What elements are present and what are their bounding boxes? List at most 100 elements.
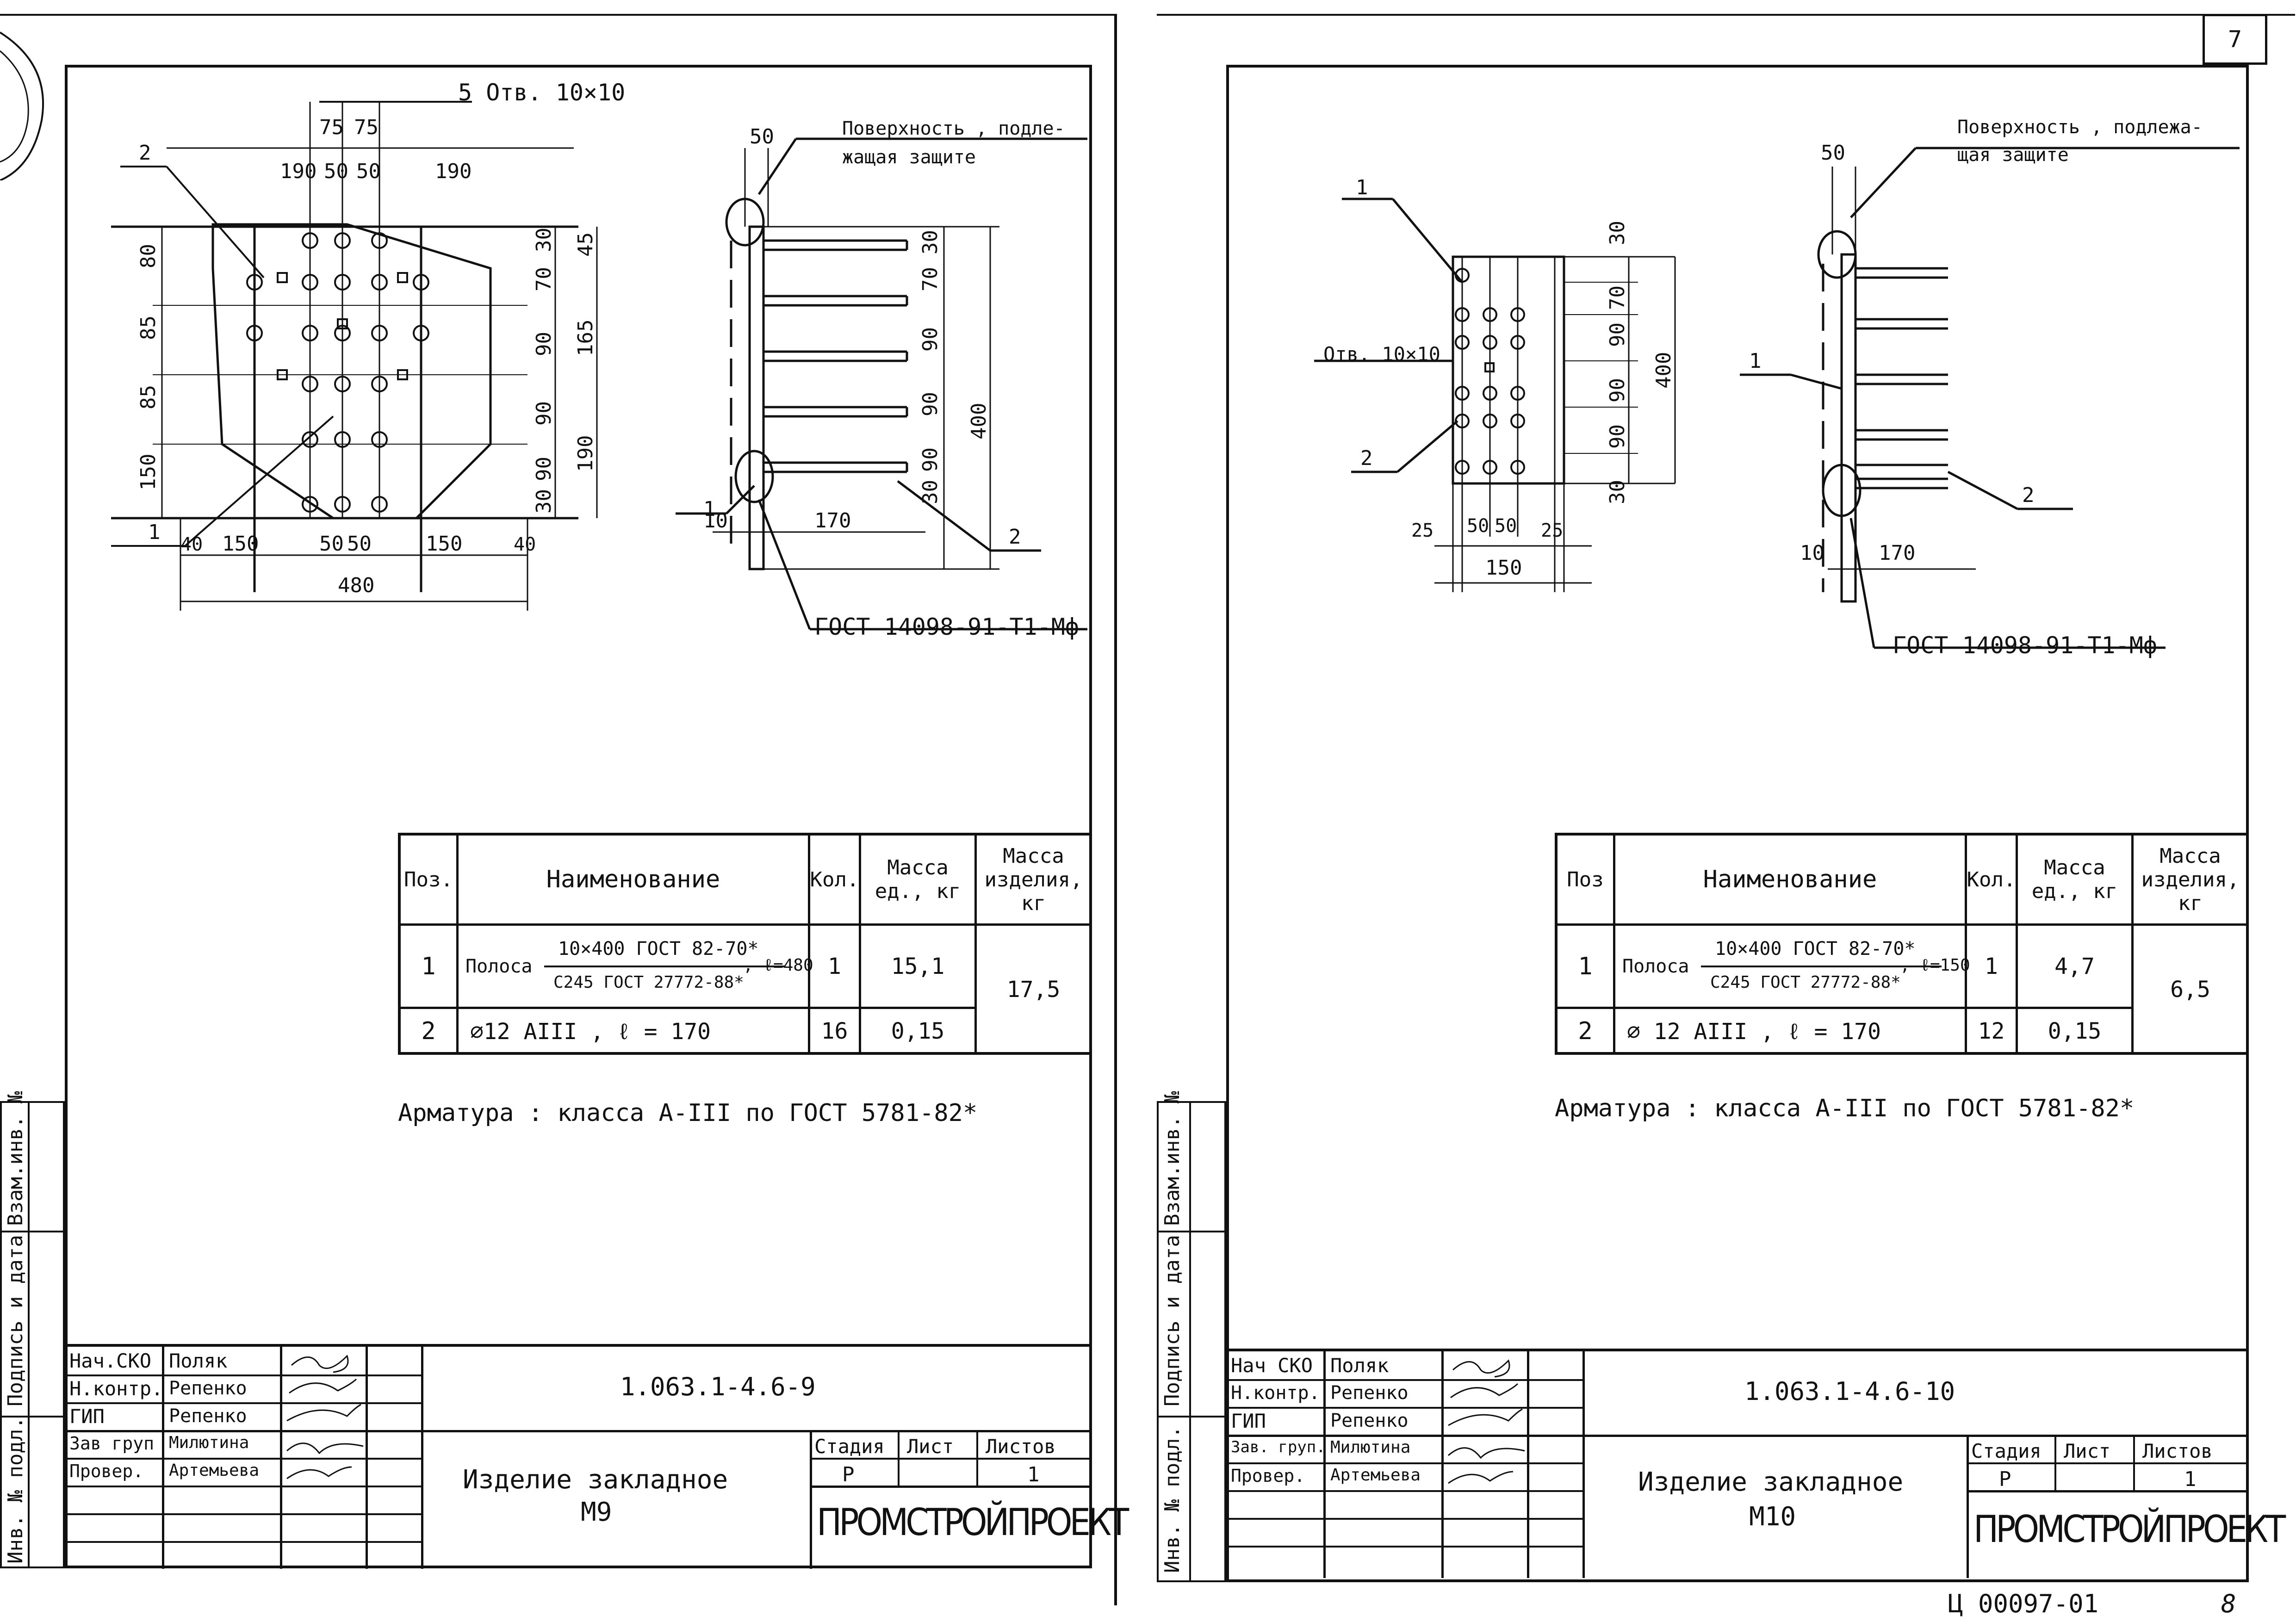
left-table-col-4 bbox=[974, 836, 977, 1053]
svg-text:150: 150 bbox=[222, 532, 259, 556]
right-table-r2-pos: 2 bbox=[1578, 1017, 1593, 1045]
left-surface-label-2: жащая защите bbox=[842, 147, 976, 168]
svg-text:90: 90 bbox=[532, 401, 556, 426]
left-tb-row-2 bbox=[65, 1402, 421, 1404]
left-name-3: Милютина bbox=[169, 1433, 249, 1452]
svg-text:45: 45 bbox=[574, 232, 597, 257]
right-reinforcement-note: Арматура : класса А-III по ГОСТ 5781-82* bbox=[1555, 1095, 2135, 1122]
right-table-r2-mass: 0,15 bbox=[2048, 1018, 2102, 1044]
page-number: 7 bbox=[2228, 26, 2242, 53]
svg-text:75: 75 bbox=[319, 116, 344, 139]
left-table-r1-mass: 15,1 bbox=[891, 953, 945, 979]
right-table-col-1 bbox=[1613, 836, 1615, 1053]
svg-text:25: 25 bbox=[1411, 520, 1433, 541]
svg-text:10: 10 bbox=[703, 509, 728, 532]
right-r1-name-prefix: Полоса bbox=[1622, 956, 1689, 977]
svg-text:50: 50 bbox=[319, 532, 344, 556]
left-tb-row-5 bbox=[65, 1486, 421, 1487]
left-title-1: Изделие закладное bbox=[463, 1465, 728, 1495]
right-table-row-1 bbox=[1558, 923, 2247, 926]
svg-text:150: 150 bbox=[426, 532, 462, 556]
svg-text:85: 85 bbox=[137, 316, 160, 340]
left-tb-stage-row-1 bbox=[810, 1458, 1092, 1460]
right-tb-row-4 bbox=[1226, 1462, 1582, 1464]
svg-text:190: 190 bbox=[280, 160, 316, 183]
right-name-3: Милютина bbox=[1330, 1438, 1411, 1457]
right-standard-label: ГОСТ 14098-91-Т1-Мф bbox=[1893, 632, 2157, 659]
sheet-divider bbox=[1114, 14, 1117, 1605]
right-table-header-qty: Кол. bbox=[1967, 867, 2016, 891]
right-sheet-frame bbox=[1226, 65, 2249, 1582]
svg-text:70: 70 bbox=[918, 267, 942, 291]
left-table-row-2 bbox=[401, 1007, 974, 1009]
left-side-label-0: Инв. № подл. bbox=[4, 1417, 27, 1564]
left-role-0: Нач.СКО bbox=[69, 1350, 152, 1372]
right-tb-row-1 bbox=[1226, 1379, 1582, 1381]
svg-text:50: 50 bbox=[356, 160, 381, 183]
right-tb-stage-row-1 bbox=[1967, 1462, 2249, 1464]
right-stage: Р bbox=[1999, 1467, 2011, 1491]
left-side-label-1: Подпись и дата bbox=[4, 1235, 27, 1406]
svg-text:2: 2 bbox=[139, 141, 151, 165]
right-side-label-2: Взам.инв. № bbox=[1160, 1091, 1184, 1226]
right-table-col-2 bbox=[1965, 836, 1967, 1053]
svg-text:80: 80 bbox=[137, 244, 160, 268]
svg-text:400: 400 bbox=[1652, 352, 1675, 389]
svg-text:10: 10 bbox=[1800, 541, 1824, 565]
svg-text:2: 2 bbox=[1360, 446, 1373, 470]
page-number-box bbox=[2203, 14, 2267, 65]
left-reinforcement-note: Арматура : класса А-III по ГОСТ 5781-82* bbox=[398, 1099, 978, 1127]
right-surface-label-2: щая защите bbox=[1957, 144, 2069, 166]
right-r1-name-bottom: С245 ГОСТ 27772-88* bbox=[1710, 973, 1901, 992]
svg-text:90: 90 bbox=[1606, 322, 1629, 347]
left-stamp-divider-1 bbox=[28, 1101, 30, 1568]
svg-text:50: 50 bbox=[347, 532, 372, 556]
right-sheets: 1 bbox=[2184, 1467, 2197, 1491]
left-sheets-header: Листов bbox=[986, 1435, 1056, 1458]
svg-text:50: 50 bbox=[1821, 141, 1845, 165]
right-table-r1-pos: 1 bbox=[1578, 952, 1593, 980]
left-role-1: Н.контр. bbox=[69, 1377, 163, 1400]
left-tb-row-3 bbox=[65, 1430, 1092, 1432]
svg-text:170: 170 bbox=[1879, 541, 1915, 565]
left-table-row-1 bbox=[401, 923, 1090, 926]
right-name-4: Артемьева bbox=[1330, 1466, 1421, 1485]
right-stamp-divider-2 bbox=[1157, 1231, 1226, 1232]
svg-text:50: 50 bbox=[1467, 515, 1489, 537]
left-role-3: Зав груп bbox=[69, 1433, 155, 1454]
right-doc-code: 1.063.1-4.6-10 bbox=[1744, 1377, 1955, 1406]
svg-text:70: 70 bbox=[1606, 285, 1629, 310]
svg-text:2: 2 bbox=[1009, 525, 1021, 549]
right-plate-plan: 1 2 25 50 50 25 150 30 70 90 90 90 30 40… bbox=[1314, 176, 1676, 592]
left-table-col-3 bbox=[859, 836, 861, 1053]
svg-text:70: 70 bbox=[532, 267, 556, 291]
left-table-header-mass-total: Масса изделия, кг bbox=[984, 844, 1083, 915]
svg-text:90: 90 bbox=[1606, 424, 1629, 449]
right-tb-row-3 bbox=[1226, 1435, 2249, 1437]
left-table-r1-qty: 1 bbox=[828, 953, 841, 979]
right-table-r2-name: ⌀ 12 АIII , ℓ = 170 bbox=[1627, 1019, 1881, 1045]
right-role-3: Зав. груп. bbox=[1231, 1438, 1326, 1456]
top-edge-right bbox=[1157, 14, 2295, 16]
left-table-mass-total: 17,5 bbox=[1006, 976, 1061, 1003]
svg-text:165: 165 bbox=[574, 320, 597, 356]
right-side-label-0: Инв. № подл. bbox=[1160, 1426, 1184, 1573]
left-tb-stage-row-2 bbox=[810, 1486, 1092, 1488]
left-table-col-1 bbox=[456, 836, 459, 1053]
left-r1-name-bottom: С245 ГОСТ 27772-88* bbox=[553, 973, 744, 992]
svg-text:90: 90 bbox=[918, 327, 942, 352]
right-table-r1-mass: 4,7 bbox=[2054, 953, 2095, 979]
left-doc-code: 1.063.1-4.6-9 bbox=[620, 1372, 816, 1401]
right-holes-label: Отв. 10×10 bbox=[1323, 343, 1440, 365]
svg-text:480: 480 bbox=[338, 574, 374, 597]
right-table-r2-qty: 12 bbox=[1978, 1018, 2005, 1044]
right-tb-stage-row-2 bbox=[1967, 1490, 2249, 1492]
svg-text:50: 50 bbox=[324, 160, 348, 183]
left-table-col-2 bbox=[808, 836, 810, 1053]
right-role-1: Н.контр. bbox=[1231, 1382, 1320, 1404]
left-table-header-mass-unit: Масса ед., кг bbox=[875, 856, 961, 903]
svg-text:50: 50 bbox=[1495, 515, 1517, 537]
right-stage-header: Стадия bbox=[1971, 1440, 2042, 1462]
left-spec-table: Поз. Наименование Кол. Масса ед., кг Мас… bbox=[398, 833, 1092, 1055]
svg-text:25: 25 bbox=[1541, 520, 1563, 541]
